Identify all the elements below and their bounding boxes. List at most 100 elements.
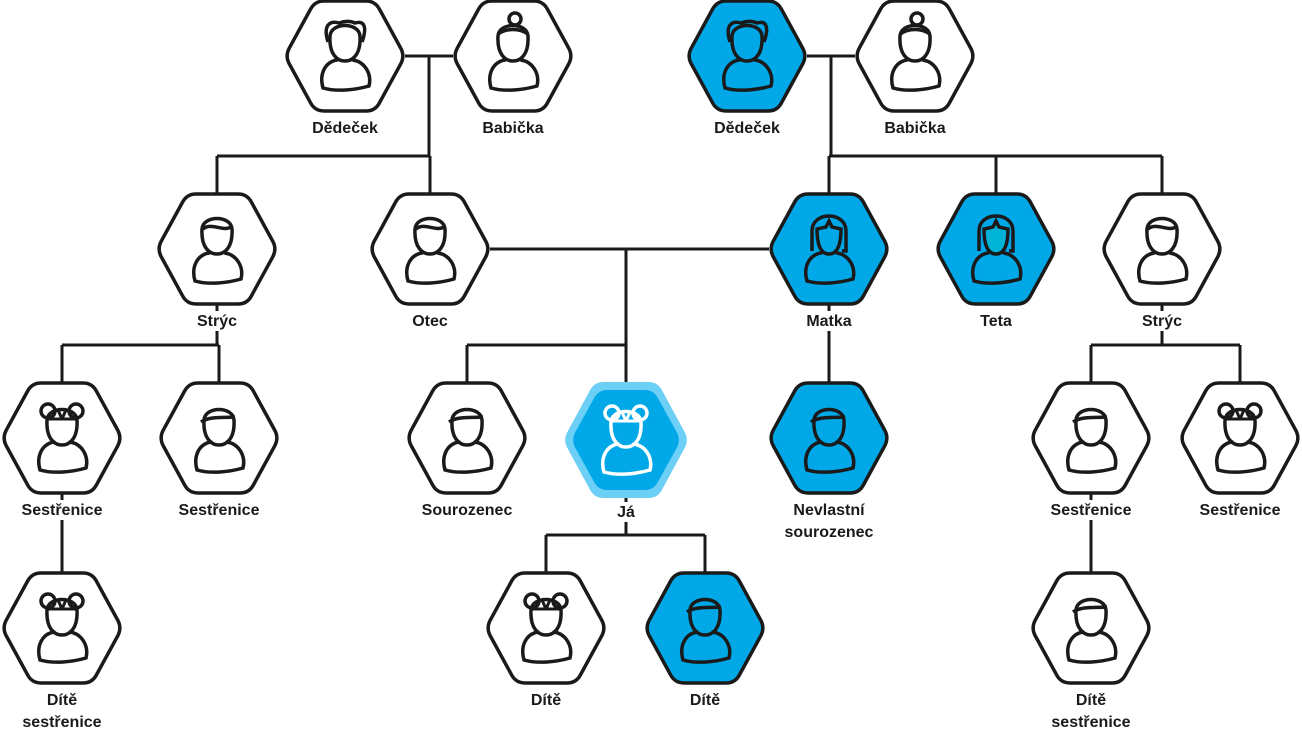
- face-shape: [1074, 597, 1108, 637]
- label-backdrop: [475, 118, 551, 138]
- hair: [726, 19, 769, 43]
- person-label: Teta: [980, 313, 1012, 330]
- face-shape: [202, 407, 236, 447]
- person-node-me[interactable]: Já: [565, 382, 687, 522]
- person-label: Otec: [412, 313, 448, 330]
- label-backdrop: [682, 690, 728, 710]
- person-label: Strýc: [1142, 313, 1182, 330]
- hair: [324, 19, 367, 43]
- person-label: sestřenice: [1051, 714, 1130, 729]
- person-node-child-1[interactable]: Dítě: [486, 571, 606, 710]
- face-shape: [812, 407, 846, 447]
- face-shape: [730, 23, 764, 63]
- boy-icon: [194, 407, 246, 474]
- hexagon-frame: [453, 0, 573, 113]
- face-shape: [815, 217, 843, 256]
- person-node-uncle-paternal[interactable]: Strýc: [157, 192, 277, 331]
- grandpa-icon: [722, 19, 774, 92]
- face-shape: [982, 217, 1010, 256]
- person-node-cousin-4[interactable]: Sestřenice: [1180, 381, 1300, 520]
- hair: [201, 224, 232, 231]
- boy-icon: [804, 407, 856, 474]
- man-icon: [192, 216, 244, 285]
- hair: [611, 411, 641, 423]
- hexagon-frame: [370, 192, 490, 306]
- label-backdrop: [612, 502, 640, 522]
- face-shape: [200, 216, 234, 256]
- hexagon-frame: [769, 381, 889, 495]
- boy-icon: [1066, 407, 1118, 474]
- person-node-grandfather-paternal[interactable]: Dědeček: [285, 0, 405, 138]
- hair: [809, 415, 846, 424]
- body-shape: [405, 251, 457, 285]
- person-node-cousin-3[interactable]: Sestřenice: [1031, 381, 1151, 520]
- hair: [899, 27, 931, 36]
- hair: [47, 599, 77, 611]
- person-node-grandfather-maternal[interactable]: Dědeček: [687, 0, 807, 138]
- label-backdrop: [1039, 712, 1143, 729]
- person-node-aunt[interactable]: Teta: [936, 192, 1056, 331]
- body-shape: [1215, 440, 1267, 474]
- body-shape: [192, 251, 244, 285]
- person-node-mother[interactable]: Matka: [769, 192, 889, 331]
- label-backdrop: [709, 118, 785, 138]
- hexagon-frame: [2, 571, 122, 685]
- person-label: Sestřenice: [22, 502, 103, 519]
- girl-icon: [1215, 402, 1267, 474]
- person-node-cousin-2[interactable]: Sestřenice: [159, 381, 279, 520]
- label-backdrop: [307, 118, 383, 138]
- label-backdrop: [189, 311, 245, 331]
- grandma-icon: [488, 11, 540, 92]
- person-label: Dítě: [690, 692, 720, 709]
- connector-lines: [60, 54, 1242, 573]
- face-shape: [45, 407, 79, 447]
- face-shape: [1145, 216, 1179, 256]
- grandpa-icon: [320, 19, 372, 92]
- body-shape: [1137, 251, 1189, 285]
- body-shape: [37, 440, 89, 474]
- person-node-grandmother-paternal[interactable]: Babička: [453, 0, 573, 138]
- hexagon-frame: [1180, 381, 1300, 495]
- person-node-father[interactable]: Otec: [370, 192, 490, 331]
- person-node-grandmother-maternal[interactable]: Babička: [855, 0, 975, 138]
- face-shape: [529, 597, 563, 637]
- face-shape: [450, 407, 484, 447]
- person-label: Dítě: [47, 692, 77, 709]
- person-label: Sestřenice: [1051, 502, 1132, 519]
- person-label: Dítě: [531, 692, 561, 709]
- person-node-cousin-1[interactable]: Sestřenice: [2, 381, 122, 520]
- label-backdrop: [407, 311, 453, 331]
- hexagon-frame: [645, 571, 765, 685]
- hair: [531, 599, 561, 611]
- label-backdrop: [801, 311, 857, 331]
- person-label: Matka: [806, 313, 851, 330]
- person-label: Nevlastní: [793, 502, 865, 519]
- face-shape: [688, 597, 722, 637]
- person-node-child-2[interactable]: Dítě: [645, 571, 765, 710]
- face-shape: [609, 409, 643, 449]
- label-backdrop: [39, 690, 85, 710]
- body-shape: [194, 440, 246, 474]
- person-node-uncle-maternal[interactable]: Strýc: [1102, 192, 1222, 331]
- face-shape: [413, 216, 447, 256]
- body-shape: [804, 251, 856, 285]
- label-backdrop: [1134, 311, 1190, 331]
- body-shape: [601, 442, 653, 476]
- label-backdrop: [167, 500, 271, 520]
- person-label: sestřenice: [22, 714, 101, 729]
- hexagon-frame: [1031, 381, 1151, 495]
- person-node-cousin-child-1[interactable]: Dítě sestřenice: [2, 571, 122, 729]
- person-node-sibling[interactable]: Sourozenec: [407, 381, 527, 520]
- hexagon-frame: [486, 571, 606, 685]
- girl-icon: [37, 592, 89, 664]
- hair: [1146, 224, 1177, 231]
- grandma-icon: [890, 11, 942, 92]
- body-shape: [521, 630, 573, 664]
- hair-bun: [909, 11, 925, 27]
- label-backdrop: [777, 522, 881, 542]
- body-shape: [680, 630, 732, 664]
- body-shape: [442, 440, 494, 474]
- person-label: Babička: [884, 120, 945, 137]
